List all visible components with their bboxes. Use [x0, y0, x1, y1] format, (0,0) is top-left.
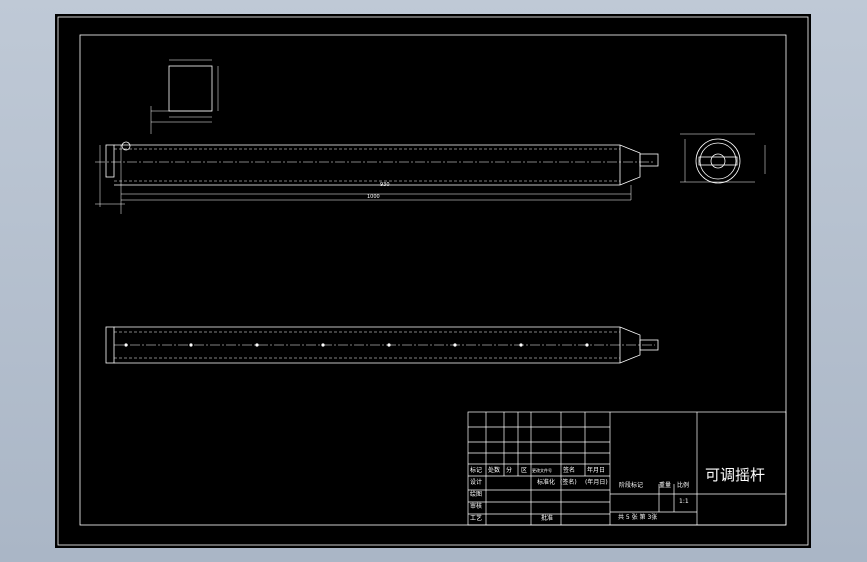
header-change-doc: 更改文件号 — [532, 468, 552, 473]
cad-drawing — [57, 16, 809, 546]
rod-bottom-view — [105, 326, 659, 364]
label-scale: 比例 — [677, 482, 690, 489]
label-weight: 重量 — [659, 482, 672, 489]
drawing-sheet: 930 1000 可调摇杆 标记 处数 分 区 更改文件号 签名 年月日 设计 … — [55, 14, 811, 548]
label-approve: 批准 — [541, 515, 554, 522]
dimension-inner-length: 930 — [380, 182, 390, 188]
header-mark: 标记 — [470, 467, 483, 474]
header-fen: 分 — [506, 467, 513, 474]
header-date: 年月日 — [587, 467, 606, 474]
rod-front-view — [95, 141, 659, 214]
scale-value: 1:1 — [679, 498, 689, 505]
label-stage-mark: 阶段标记 — [619, 482, 644, 489]
header-count: 处数 — [488, 467, 501, 474]
sheet-count: 共 5 张 第 3张 — [618, 514, 658, 521]
label-drafting: 绘图 — [470, 491, 483, 498]
rod-side-view — [680, 133, 766, 184]
label-review: 审核 — [470, 503, 483, 510]
label-standardization: 标准化 — [537, 479, 556, 486]
inner-border — [79, 34, 787, 526]
label-process: 工艺 — [470, 515, 483, 522]
detail-view — [150, 59, 219, 134]
label-signature: (签名) — [560, 479, 577, 486]
header-signature: 签名 — [563, 467, 576, 474]
dimension-overall-length: 1000 — [367, 194, 380, 200]
outer-border — [57, 16, 809, 546]
title-block-grid — [467, 411, 787, 526]
label-design: 设计 — [470, 479, 483, 486]
label-date: (年月日) — [585, 479, 608, 486]
drawing-name: 可调摇杆 — [705, 466, 766, 484]
header-qu: 区 — [521, 467, 528, 474]
